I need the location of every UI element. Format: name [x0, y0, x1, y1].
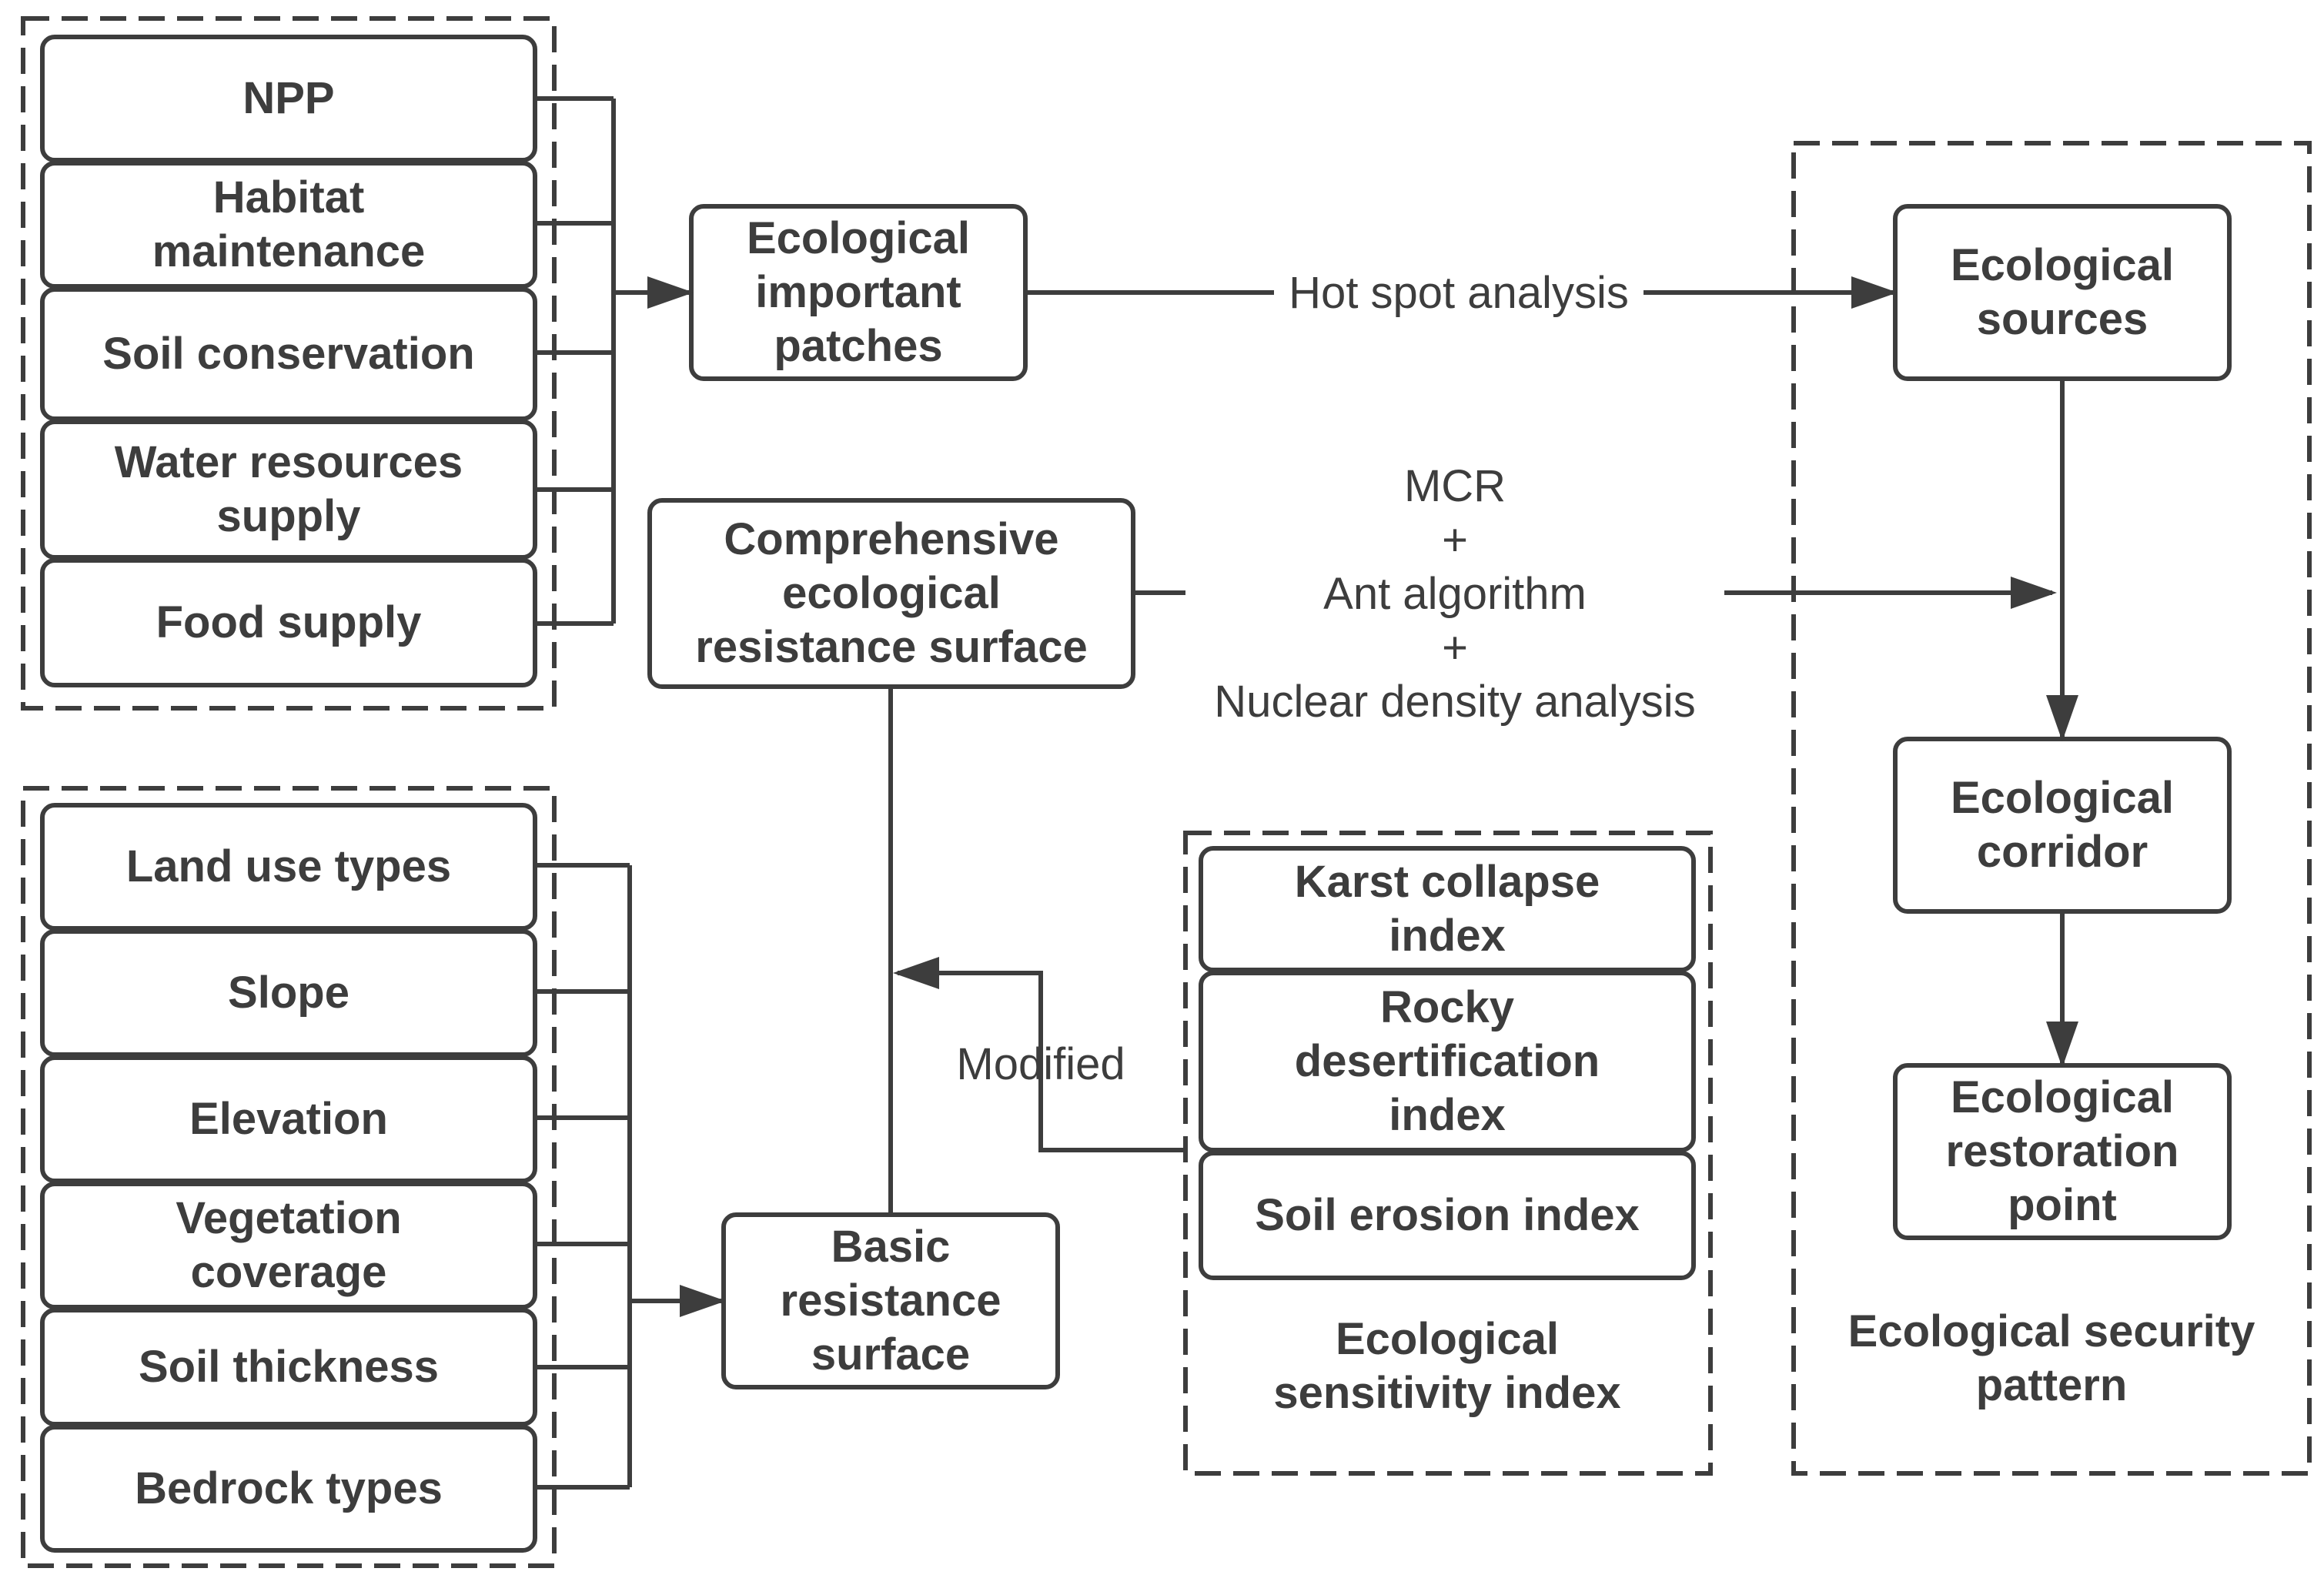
comprehensive-resistance-surface-label: Comprehensive ecological resistance surf…	[695, 514, 1088, 672]
ecological-sensitivity-group	[1183, 831, 1713, 1476]
modified-label: Modified	[956, 1039, 1125, 1089]
ecological-security-pattern-group-label: Ecological security pattern	[1847, 1306, 2255, 1410]
ecological-sensitivity-group-label: Ecological sensitivity index	[1273, 1314, 1621, 1418]
slope-label: Slope	[228, 968, 349, 1018]
land-use-types-label: Land use types	[125, 841, 452, 891]
soil-erosion-index-label: Soil erosion index	[1255, 1190, 1640, 1240]
habitat-maintenance-label: Habitat maintenance	[152, 172, 426, 276]
ecological-restoration-point-label: Ecological restoration point	[1945, 1072, 2179, 1230]
bedrock-types-label: Bedrock types	[135, 1463, 443, 1513]
modified-arrow	[893, 957, 1185, 1152]
ecological-important-patches-label: Ecological important patches	[746, 213, 971, 371]
soil-erosion-index-box	[1199, 1151, 1696, 1280]
karst-collapse-index-label: Karst collapse index	[1294, 857, 1600, 961]
vegetation-coverage-label: Vegetation coverage	[176, 1193, 402, 1297]
basic-resistance-surface-label: Basic resistance surface	[780, 1222, 1001, 1379]
ecological-corridor-label: Ecological corridor	[1950, 773, 2175, 877]
mcr-ant-nuclear-density-label: MCR + Ant algorithm + Nuclear density an…	[1185, 456, 1724, 733]
rocky-desertification-index-box	[1199, 971, 1696, 1152]
elevation-label: Elevation	[189, 1094, 388, 1144]
ecological-security-pattern-group	[1791, 141, 2312, 1476]
ecological-sources-label: Ecological sources	[1950, 240, 2175, 344]
karst-collapse-index-box	[1199, 846, 1696, 972]
water-resources-supply-label: Water resources supply	[114, 437, 463, 541]
hot-spot-analysis-label: Hot spot analysis	[1274, 268, 1644, 319]
soil-thickness-label: Soil thickness	[138, 1342, 440, 1392]
ecosystem-services-bracket	[535, 96, 616, 626]
rocky-desertification-index-label: Rocky desertification index	[1294, 982, 1600, 1140]
npp-label: NPP	[242, 73, 335, 123]
soil-conservation-label: Soil conservation	[102, 329, 475, 379]
resistance-factors-bracket	[535, 863, 632, 1490]
ecosystem-services-group	[21, 16, 557, 711]
food-supply-label: Food supply	[155, 597, 422, 647]
